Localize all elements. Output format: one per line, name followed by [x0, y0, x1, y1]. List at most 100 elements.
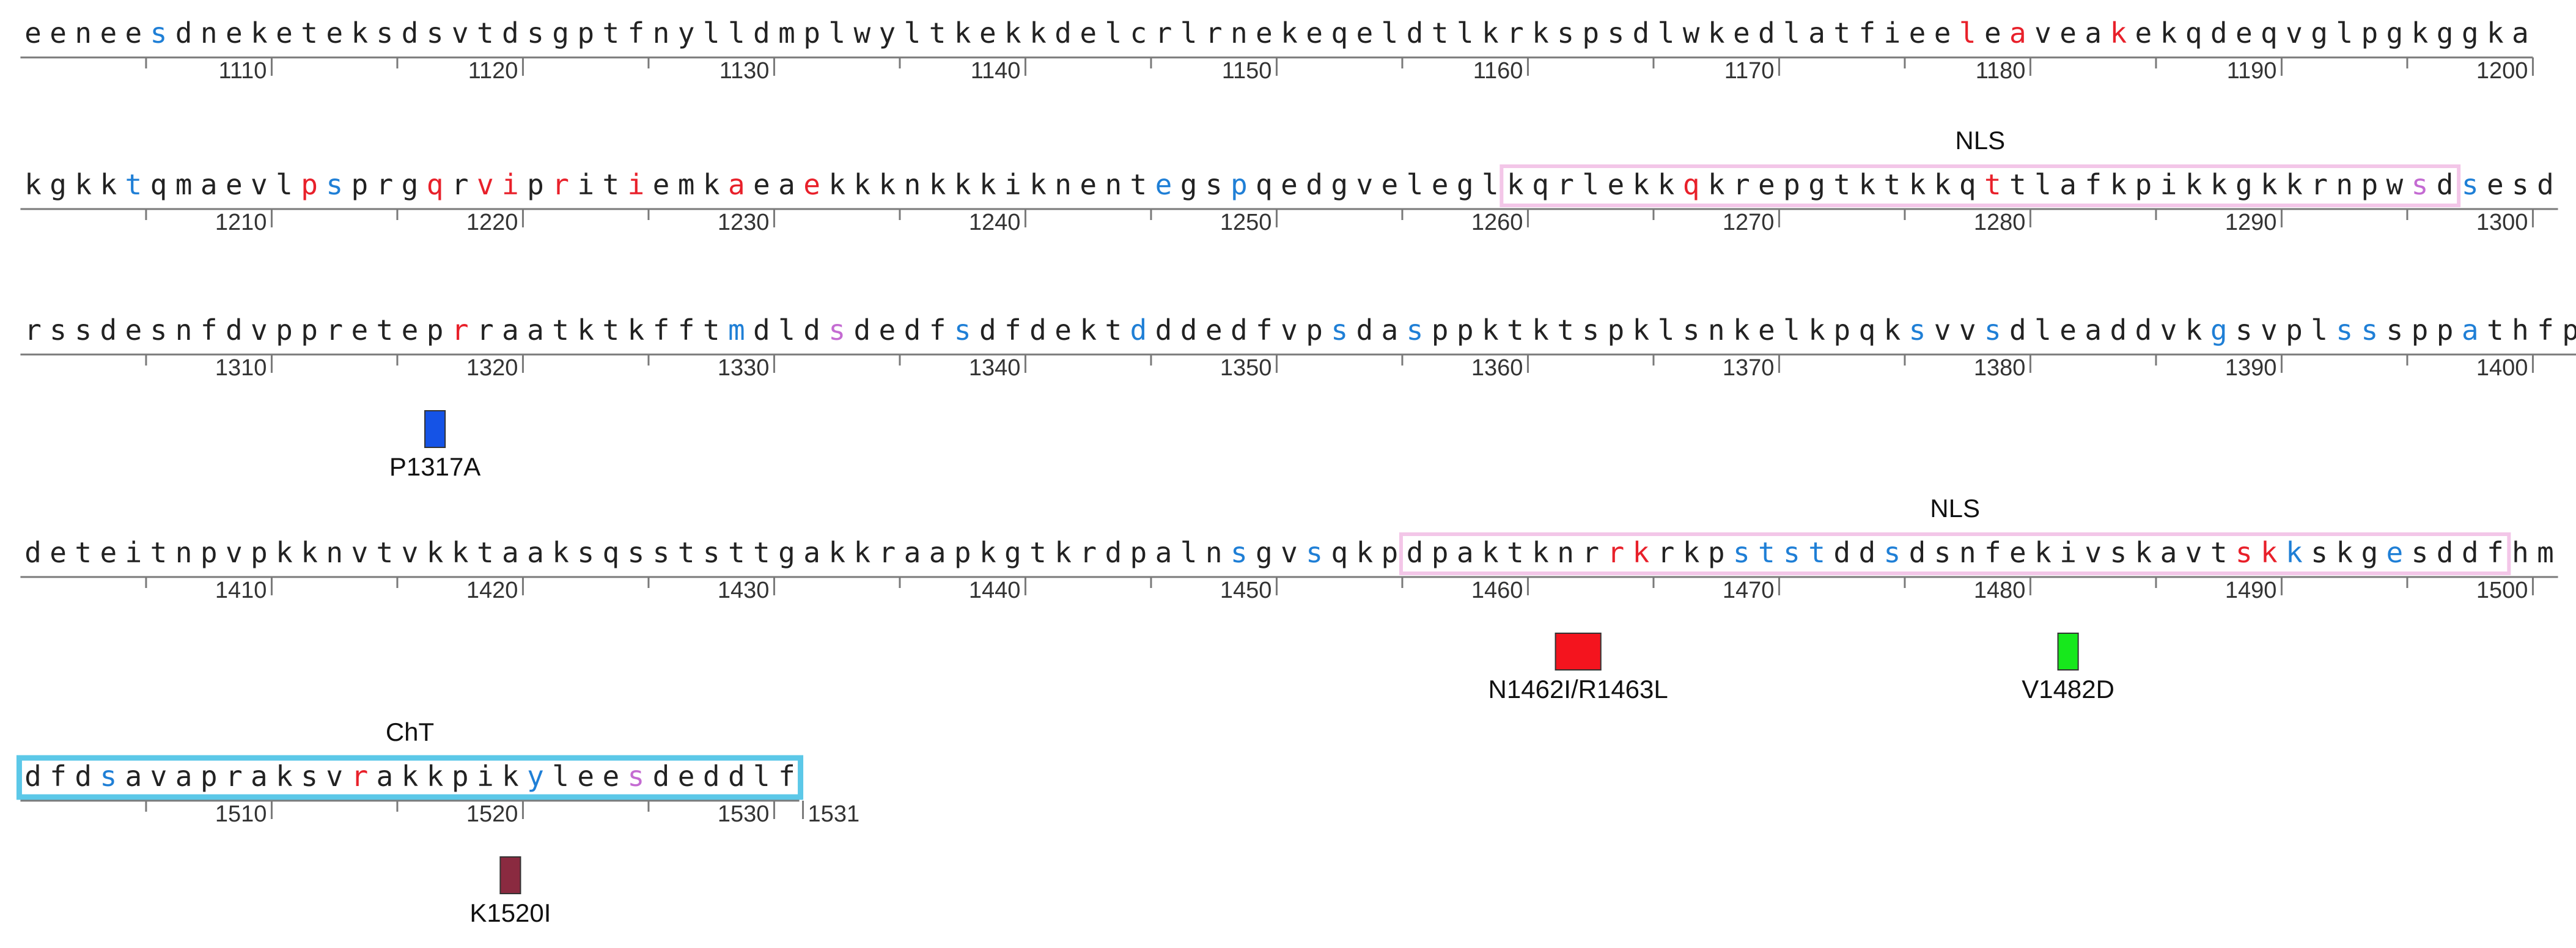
residue: n [201, 17, 218, 50]
residue: r [1557, 168, 1574, 201]
residue: n [1557, 536, 1574, 569]
ruler-tick-label: 1250 [1220, 210, 1272, 235]
residue: l [1105, 17, 1122, 50]
residue: p [1457, 314, 1474, 347]
residue: p [301, 168, 318, 201]
residue: a [527, 314, 544, 347]
residue: d [1054, 17, 1072, 50]
residue: p [1833, 314, 1850, 347]
residue: d [100, 314, 117, 347]
ruler-tick-label: 1480 [1974, 578, 2026, 603]
residue: k [251, 17, 268, 50]
ruler-end-label: 1531 [808, 801, 860, 827]
residue: g [1256, 536, 1273, 569]
residue: k [1532, 17, 1549, 50]
residue: g [2386, 17, 2404, 50]
residue: e [402, 314, 419, 347]
residue: r [552, 168, 569, 201]
residue: d [1356, 314, 1373, 347]
mutation-label: N1462I/R1463L [1489, 675, 1668, 704]
residue: f [2487, 536, 2504, 569]
residue: c [1130, 17, 1147, 50]
residue: l [1457, 17, 1474, 50]
residue: k [427, 760, 444, 793]
residue: s [2236, 314, 2253, 347]
residue: d [1909, 536, 1926, 569]
region-label-nls: NLS [1955, 126, 2005, 155]
residue: l [1582, 168, 1599, 201]
residue: d [904, 314, 921, 347]
residue: k [1482, 314, 1499, 347]
residue: f [2537, 314, 2554, 347]
mutation-marker [1555, 633, 1602, 671]
residue: f [1984, 536, 2001, 569]
residue: t [477, 17, 494, 50]
residue: y [879, 17, 896, 50]
residue: s [1909, 314, 1926, 347]
residue: k [2110, 168, 2127, 201]
residue: k [853, 536, 870, 569]
residue: a [1382, 314, 1399, 347]
residue: a [929, 536, 946, 569]
residue: p [1783, 168, 1800, 201]
residue: k [1934, 168, 1951, 201]
residue: v [477, 168, 494, 201]
residue: l [1180, 17, 1198, 50]
residue: a [2462, 314, 2479, 347]
residue: k [1633, 536, 1650, 569]
residue: s [301, 760, 318, 793]
residue: k [929, 168, 946, 201]
ruler-tick-label: 1200 [2476, 58, 2528, 84]
ruler-tick-label: 1400 [2476, 355, 2528, 381]
residue: r [452, 314, 469, 347]
residue: d [2437, 168, 2454, 201]
residue: k [2034, 536, 2052, 569]
residue: k [2160, 17, 2177, 50]
residue: s [628, 536, 645, 569]
residue: n [904, 168, 921, 201]
residue: e [2009, 536, 2026, 569]
residue: s [828, 314, 845, 347]
residue: l [1658, 17, 1675, 50]
residue: y [527, 760, 544, 793]
residue: k [954, 17, 971, 50]
ruler-tick-label: 1360 [1471, 355, 1523, 381]
residue: d [979, 314, 996, 347]
ruler-tick-label: 1280 [1974, 210, 2026, 235]
residue: s [1607, 17, 1624, 50]
residue: l [703, 17, 720, 50]
residue: k [301, 536, 318, 569]
residue: s [653, 536, 670, 569]
residue: l [753, 760, 770, 793]
residue: k [853, 168, 870, 201]
residue: k [979, 536, 996, 569]
region-box-nls [1500, 164, 2461, 207]
residue: d [1155, 314, 1172, 347]
residue: v [2085, 536, 2102, 569]
residue: s [954, 314, 971, 347]
residue: e [50, 17, 67, 50]
residue: k [402, 760, 419, 793]
residue: e [351, 314, 368, 347]
residue: p [577, 17, 594, 50]
residue: t [552, 314, 569, 347]
residue: k [2286, 168, 2303, 201]
residue: k [1884, 314, 1901, 347]
residue: l [728, 17, 745, 50]
ruler-tick-label: 1510 [215, 801, 267, 827]
residue: i [2160, 168, 2177, 201]
residue: e [125, 314, 142, 347]
residue: s [1205, 168, 1223, 201]
residue: s [2512, 168, 2529, 201]
residue: e [2386, 536, 2404, 569]
residue: q [1331, 17, 1348, 50]
residue: v [2261, 314, 2278, 347]
residue: f [929, 314, 946, 347]
residue: g [1331, 168, 1348, 201]
residue: g [778, 536, 795, 569]
ruler-tick-label: 1180 [1976, 58, 2026, 84]
residue: k [452, 536, 469, 569]
